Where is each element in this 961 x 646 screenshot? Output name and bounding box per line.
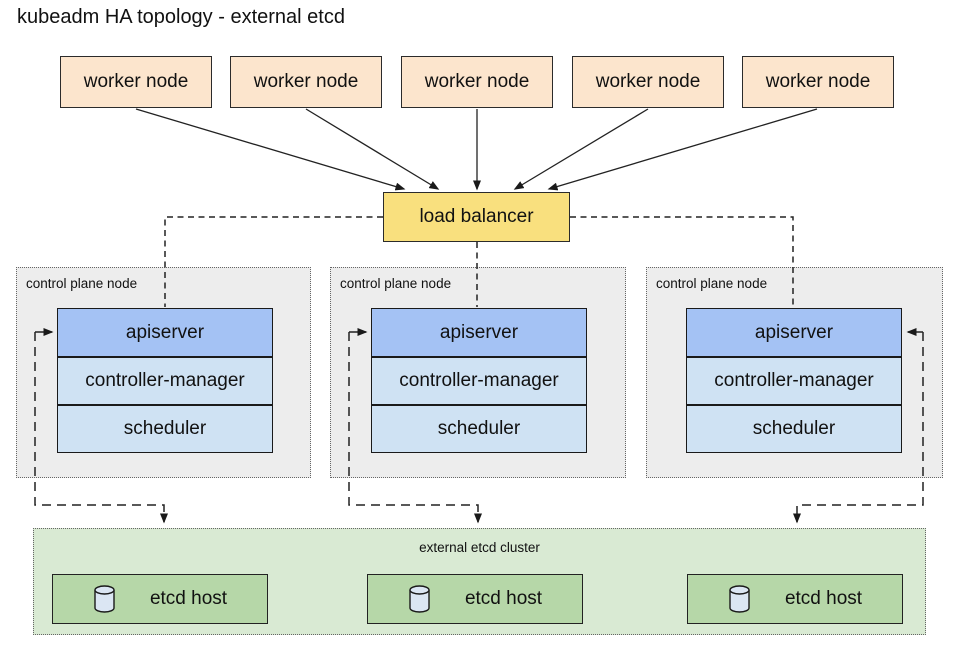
worker-node-box: worker node	[572, 56, 724, 108]
apiserver-box: apiserver	[687, 309, 901, 356]
worker-node-label: worker node	[595, 71, 701, 92]
etcd-host-box: etcd host	[367, 574, 583, 624]
database-icon	[94, 585, 115, 613]
scheduler-box: scheduler	[58, 404, 272, 452]
etcd-host-box: etcd host	[52, 574, 268, 624]
worker-node-label: worker node	[424, 71, 530, 92]
control-plane-node-label: control plane node	[26, 276, 138, 291]
control-plane-components: apiserver controller-manager scheduler	[57, 308, 273, 453]
apiserver-box: apiserver	[58, 309, 272, 356]
control-plane-components: apiserver controller-manager scheduler	[686, 308, 902, 453]
controller-manager-box: controller-manager	[687, 356, 901, 404]
external-etcd-cluster-label: external etcd cluster	[419, 540, 540, 555]
diagram-title: kubeadm HA topology - external etcd	[17, 6, 345, 28]
worker-node-box: worker node	[230, 56, 382, 108]
worker-node-label: worker node	[765, 71, 871, 92]
controller-manager-box: controller-manager	[372, 356, 586, 404]
worker-node-box: worker node	[60, 56, 212, 108]
database-icon	[729, 585, 750, 613]
worker-node-box: worker node	[742, 56, 894, 108]
etcd-host-label: etcd host	[464, 588, 543, 609]
control-plane-components: apiserver controller-manager scheduler	[371, 308, 587, 453]
etcd-host-label: etcd host	[784, 588, 863, 609]
worker-node-label: worker node	[253, 71, 359, 92]
etcd-host-label: etcd host	[149, 588, 228, 609]
control-plane-node-label: control plane node	[340, 276, 452, 291]
worker-to-loadbalancer-arrows	[135, 108, 818, 191]
worker-node-label: worker node	[83, 71, 189, 92]
load-balancer-box: load balancer	[383, 192, 570, 242]
load-balancer-label: load balancer	[419, 206, 534, 227]
controller-manager-box: controller-manager	[58, 356, 272, 404]
etcd-host-box: etcd host	[687, 574, 903, 624]
control-plane-node-label: control plane node	[656, 276, 768, 291]
database-icon	[409, 585, 430, 613]
scheduler-box: scheduler	[372, 404, 586, 452]
scheduler-box: scheduler	[687, 404, 901, 452]
apiserver-box: apiserver	[372, 309, 586, 356]
worker-node-box: worker node	[401, 56, 553, 108]
